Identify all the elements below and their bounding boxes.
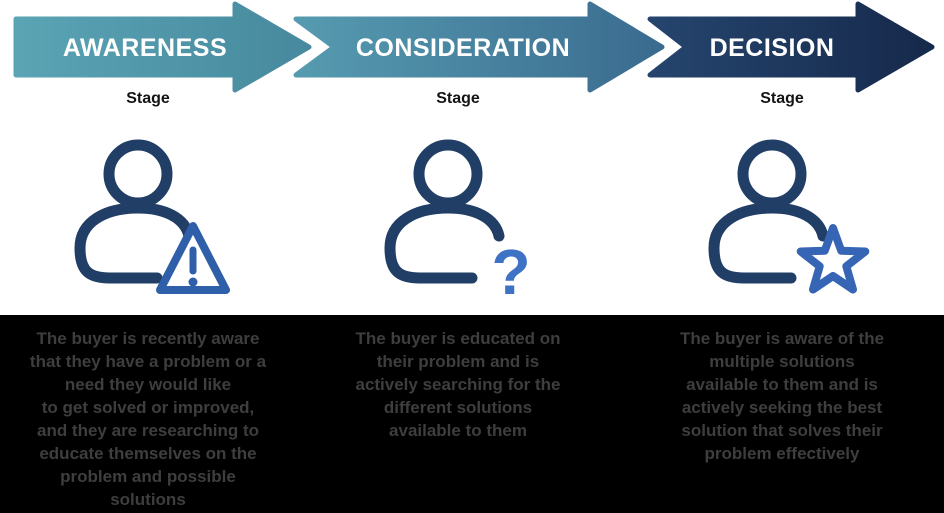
decision-stage-title: DECISION [710, 34, 835, 62]
question-mark-icon: ? [491, 236, 530, 306]
decision-stage-sublabel: Stage [760, 90, 804, 107]
decision-arrow [647, 1, 935, 93]
awareness-arrow [13, 1, 312, 93]
awareness-stage-title: AWARENESS [63, 34, 227, 62]
decision-description: The buyer is aware of the multiple solut… [679, 329, 885, 463]
consideration-stage-sublabel: Stage [436, 90, 480, 107]
persona-icon-row: ? [0, 138, 944, 306]
awareness-stage-sublabel: Stage [126, 90, 170, 107]
consideration-arrow [293, 1, 665, 93]
person-warning-icon [74, 139, 230, 294]
stage-descriptions-band: The buyer is recently aware that they ha… [0, 315, 944, 513]
person-question-icon: ? [384, 139, 531, 306]
stage-label-row: Stage Stage Stage [0, 90, 944, 108]
star-icon [796, 224, 870, 294]
consideration-description: The buyer is educated on their problem a… [355, 329, 561, 440]
person-star-icon [708, 139, 870, 294]
funnel-arrow-banner: AWARENESS CONSIDERATION DECISION [13, 1, 935, 93]
consideration-stage-title: CONSIDERATION [356, 34, 570, 62]
awareness-description: The buyer is recently aware that they ha… [29, 329, 267, 509]
